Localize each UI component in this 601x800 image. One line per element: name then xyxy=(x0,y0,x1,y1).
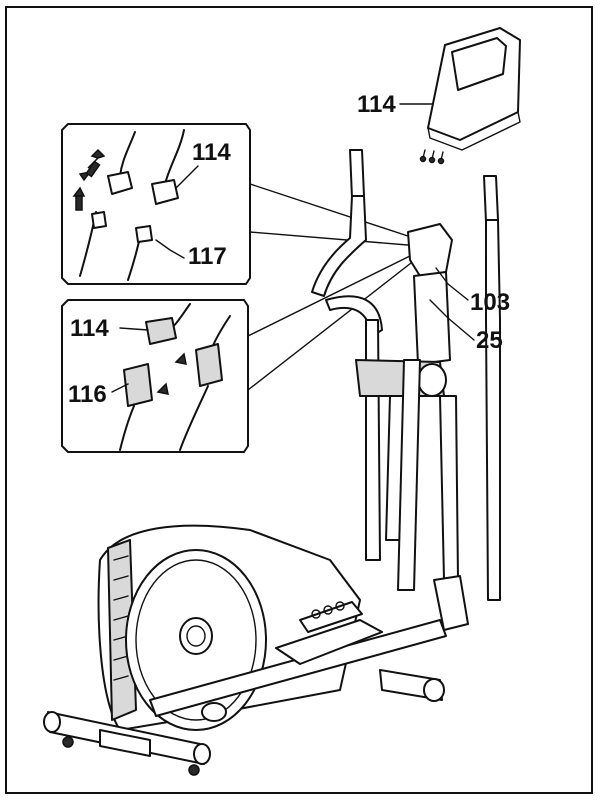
part-25-leader xyxy=(429,299,475,341)
console-label: 114 xyxy=(357,91,396,118)
part-103-leader xyxy=(435,267,469,301)
projection-lines xyxy=(247,183,421,391)
inset-bottom-cable-leader xyxy=(111,383,129,393)
inset-top-cable-leader xyxy=(155,239,185,259)
inset-top-connector-leader xyxy=(175,165,199,189)
inset-top-connector-label: 114 xyxy=(192,139,231,166)
inset-bottom-connector-label: 114 xyxy=(70,315,109,342)
console-unit xyxy=(419,27,521,165)
part-25-label: 25 xyxy=(476,327,503,354)
inset-top-cable-label: 117 xyxy=(188,243,227,270)
part-103-label: 103 xyxy=(470,289,510,316)
inset-bottom-connector-leader xyxy=(119,327,149,331)
inset-bottom-cable-label: 116 xyxy=(68,381,107,408)
elliptical-machine xyxy=(43,149,501,776)
inset-bottom xyxy=(61,299,249,453)
inset-top xyxy=(61,123,251,285)
